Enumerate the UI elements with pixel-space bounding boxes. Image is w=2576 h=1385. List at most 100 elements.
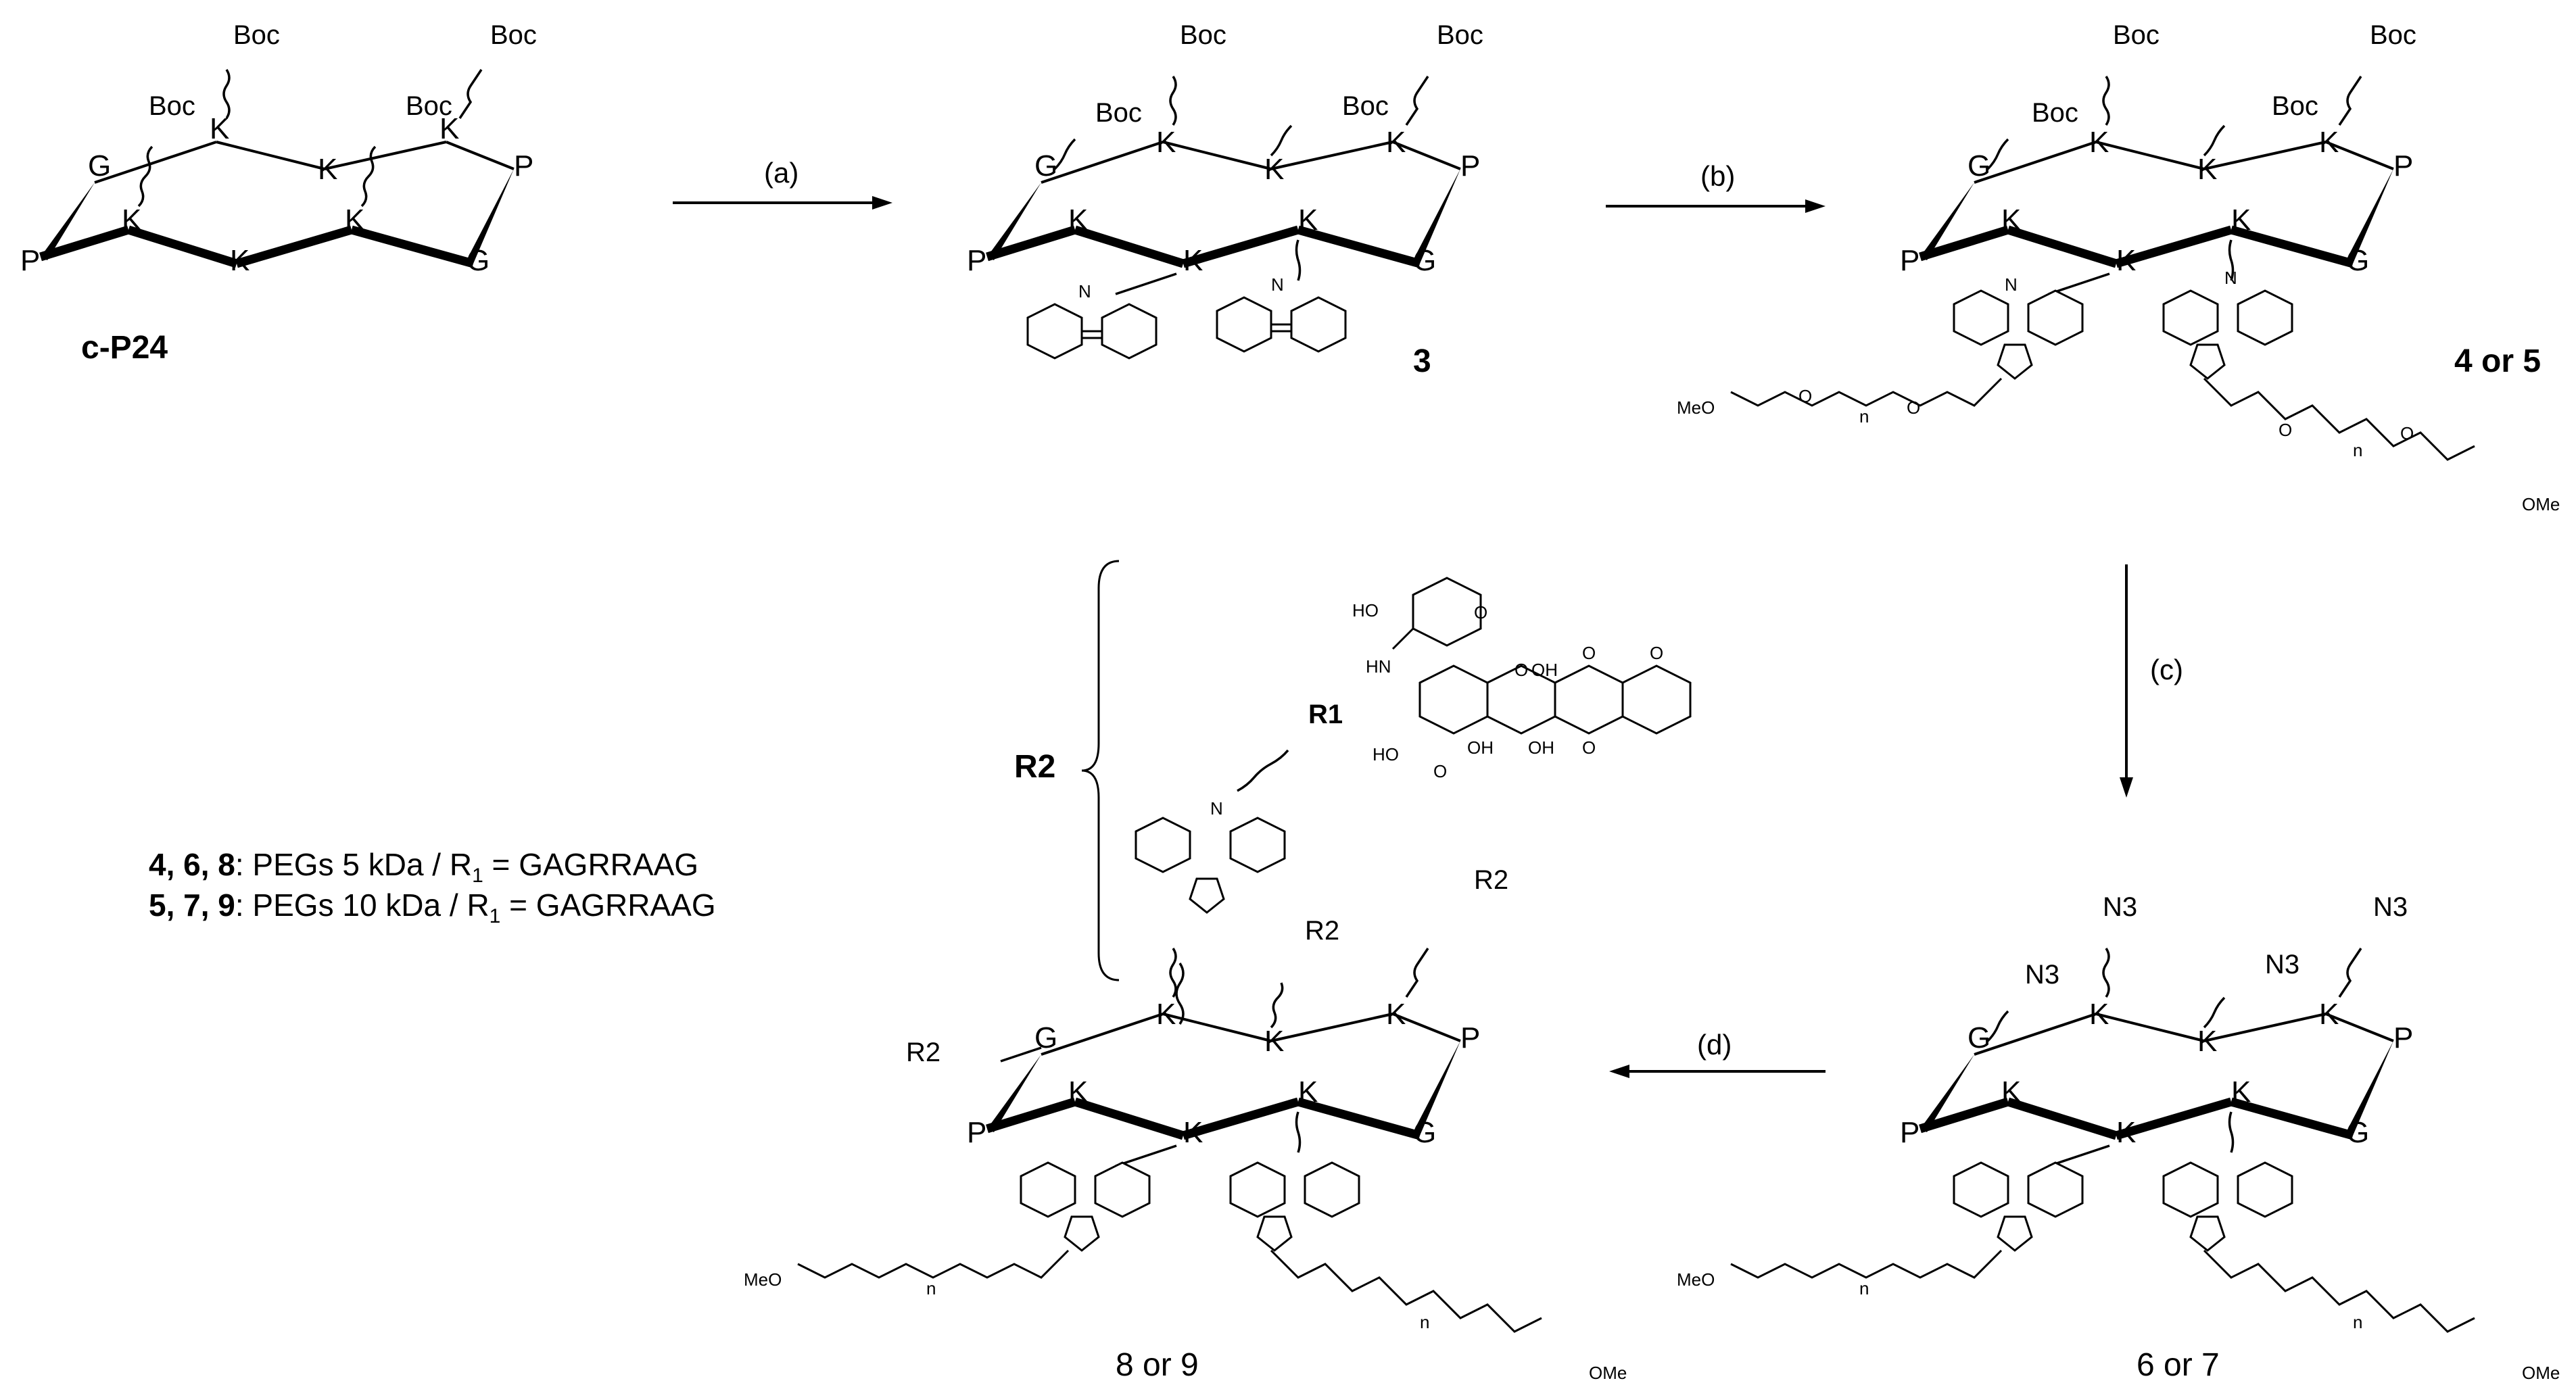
r2-group: R2 [906,1038,940,1067]
triazole-dbco-group: N [1135,798,1286,914]
boc-group: Boc [406,91,452,121]
compound-label-c1: c-P24 [81,330,168,366]
r2-label: R2 [1014,749,1055,785]
boc-group: Boc [1342,91,1389,121]
residue-k: K [318,153,337,186]
hydroxyl-group: HO [1352,600,1379,621]
residue-k: K [2001,203,2021,237]
legend-line-1: 4, 6, 8: PEGs 5 kDa / R1 = GAGRRAAG [149,847,698,887]
residue-k: K [2319,126,2339,159]
boc-group: Boc [2370,20,2416,50]
peg-chain-right: n OMe [1270,1249,1627,1383]
boc-group: Boc [2032,98,2078,128]
residue-p: P [1460,1021,1480,1054]
doxorubicin-structure: HO HN O O OH O O O OH HO O OH [1352,577,1692,781]
peg-chain-right: n OMe [2203,1249,2560,1383]
residue-g: G [1034,149,1057,183]
dbco-group: N [1026,281,1158,360]
repeat-index: n [926,1278,936,1298]
peg-chain-right: O O n OMe [2203,377,2560,514]
reaction-arrow-c: (c) [2120,564,2183,798]
boc-group: Boc [2272,91,2318,121]
triazole-dbco-group [2162,1161,2293,1252]
boc-group: Boc [490,20,537,50]
hydroxyl-group: OH [1467,737,1494,758]
residue-k: K [1264,153,1284,186]
reaction-arrow-d: (d) [1609,1029,1826,1078]
residue-g: G [88,149,111,183]
azide-group: N3 [2373,892,2408,922]
r1-group: R1 [1308,700,1343,729]
oxygen-atom: O [2400,423,2414,443]
oxygen-atom: O [1650,643,1663,663]
oxygen-atom: O [1907,397,1920,418]
dbco-group: N [1216,274,1347,353]
triazole-dbco-group: N [1953,274,2084,380]
residue-k: K [1156,998,1176,1031]
compound-label-8-or-9: 8 or 9 [1116,1347,1199,1383]
residue-g: G [1967,1021,1990,1054]
residue-g: G [467,244,490,277]
triazole-dbco-group [1229,1161,1360,1252]
residue-k: K [2231,203,2251,237]
methoxy-group: OMe [2522,1363,2560,1383]
repeat-index: n [2353,440,2362,460]
condition-c: (c) [2150,654,2183,685]
nitrogen-atom: N [1271,274,1284,295]
residue-k: K [439,112,459,145]
methoxy-group: OMe [1589,1363,1627,1383]
legend-line-2: 5, 7, 9: PEGs 10 kDa / R1 = GAGRRAAG [149,888,716,927]
peg-chain-left: MeO n [744,1249,1070,1298]
residue-p: P [20,244,40,277]
residue-k: K [2197,1025,2217,1058]
residue-k: K [1298,203,1318,237]
azide-group: N3 [2025,960,2059,990]
repeat-index: n [1859,1278,1869,1298]
compound-6-or-7: G K K K P P K K K G N3 N3 N3 N3 MeO [1677,892,2560,1383]
r2-group: R2 [1305,916,1339,946]
compound-c-p2-4: G K K K P P K K K G Boc Boc Boc Boc c-P2… [20,20,537,366]
compound-label-6-or-7: 6 or 7 [2137,1347,2220,1383]
residue-k: K [2089,126,2109,159]
azide-group: N3 [2265,950,2299,979]
hydroxyl-group: OH [1531,660,1558,680]
compound-label-4-or-5: 4 or 5 [2454,343,2541,379]
peg-chain-left: MeO O O n [1677,377,2003,427]
boc-group: Boc [1437,20,1483,50]
triazole-dbco-group: N [2162,268,2293,380]
legend-notes: 4, 6, 8: PEGs 5 kDa / R1 = GAGRRAAG 5, 7… [149,847,716,927]
condition-d: (d) [1697,1029,1732,1061]
boc-group: Boc [2113,20,2160,50]
peg-chain-left: MeO n [1677,1249,2003,1298]
oxygen-atom: O [1582,643,1596,663]
residue-p: P [967,244,986,277]
residue-p: P [514,149,533,183]
methoxy-group: OMe [2522,494,2560,514]
methoxy-group: MeO [1677,1269,1715,1290]
compound-label-3: 3 [1413,343,1431,379]
nitrogen-atom: N [2005,274,2018,295]
residue-g: G [1413,1116,1436,1149]
condition-a: (a) [764,157,798,189]
oxygen-atom: O [2279,420,2292,440]
repeat-index: n [1420,1312,1429,1332]
boc-group: Boc [1180,20,1226,50]
residue-k: K [1156,126,1176,159]
residue-p: P [967,1116,986,1149]
residue-k: K [2197,153,2217,186]
hydroxyl-group: OH [1528,737,1554,758]
compound-8-or-9: G K K K P P K K K G R2 R2 R2 MeO n [744,865,1627,1383]
oxygen-atom: O [1514,660,1528,680]
oxygen-atom: O [1582,737,1596,758]
boc-group: Boc [149,91,195,121]
residue-k: K [1386,126,1406,159]
residue-k: K [345,203,364,237]
condition-b: (b) [1700,160,1735,192]
residue-k: K [122,203,141,237]
residue-k: K [1183,1116,1203,1149]
nitrogen-atom: N [2224,268,2237,288]
triazole-dbco-group [1020,1161,1151,1252]
residue-p: P [1900,244,1919,277]
residue-k: K [2231,1075,2251,1109]
